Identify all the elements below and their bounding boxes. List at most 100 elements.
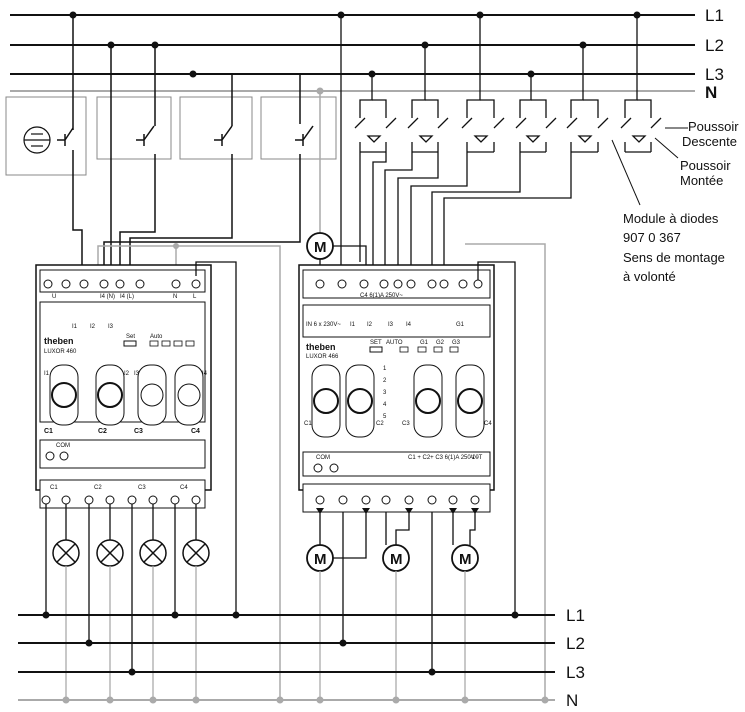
left-ch-c2: C2	[98, 428, 107, 435]
top-n-label: N	[705, 83, 717, 102]
switch-wires	[72, 15, 301, 280]
left-dial-i3: I3	[134, 371, 140, 377]
annotation-leaders	[611, 127, 688, 206]
right-input-i1: I1	[350, 322, 356, 328]
right-model: LUXOR 466	[306, 354, 339, 360]
left-device: U I4 (N) I4 (L) N L I1 I2 I3 theben LUXO…	[35, 264, 212, 509]
left-auto: Auto	[150, 334, 163, 340]
left-ch-c4: C4	[191, 428, 200, 435]
module-line2: 907 0 367	[623, 230, 681, 245]
motor-2: M	[382, 544, 410, 572]
push-switches	[57, 125, 314, 146]
motor-1: M	[306, 544, 334, 572]
right-mode-4: 4	[383, 402, 387, 408]
left-input-i1: I1	[72, 324, 78, 330]
right-ch-c2: C2	[376, 421, 384, 427]
left-input-i3: I3	[108, 324, 114, 330]
lamp-3	[139, 539, 167, 567]
right-set-button[interactable]	[369, 346, 383, 353]
lamp-n-wires	[65, 566, 197, 700]
lamps	[52, 539, 210, 567]
left-dials	[49, 364, 204, 426]
bottom-n-label: N	[566, 691, 578, 710]
switch-to-device-wires	[359, 152, 572, 272]
motor-top-label: M	[314, 239, 327, 256]
right-mode-3: 3	[383, 390, 387, 396]
right-group-g3: G3	[452, 340, 461, 346]
lamp-2	[96, 539, 124, 567]
lamp-4	[182, 539, 210, 567]
right-rating-bottom: C1 + C2+ C3 6(1)A 250V~	[408, 455, 479, 461]
left-bottom-c1: C1	[50, 485, 58, 491]
left-set-button[interactable]	[123, 340, 137, 347]
motor-top: M	[306, 232, 334, 260]
gray-junction-a	[173, 243, 179, 249]
gray-wires	[97, 91, 546, 700]
right-brand: theben	[306, 342, 336, 352]
left-brand: theben	[44, 336, 74, 346]
right-mode-1: 1	[383, 366, 387, 372]
light-sensor-icon	[23, 126, 51, 154]
left-top-i4l: I4 (L)	[120, 294, 134, 300]
motor-top-wires	[319, 15, 367, 272]
pousseur-montee-line1: Poussoir	[680, 158, 731, 173]
left-top-u: U	[52, 294, 56, 300]
module-line3: Sens de montage	[623, 250, 725, 265]
right-device: C4 6(1)A 250V~ IN 6 x 230V~ I1 I2 I3 I4 …	[298, 264, 495, 514]
switch-boxes	[5, 96, 337, 176]
motor-3: M	[451, 544, 479, 572]
right-input-i3: I3	[388, 322, 394, 328]
top-l2-label: L2	[705, 36, 724, 55]
bottom-l2-label: L2	[566, 634, 585, 653]
left-input-i2: I2	[90, 324, 96, 330]
right-input-g1: G1	[456, 322, 465, 328]
pousseur-descente-line1: Poussoir	[688, 119, 739, 134]
right-volt: -10T	[470, 455, 483, 461]
left-top-l: L	[193, 294, 197, 300]
right-rating-top: C4 6(1)A 250V~	[360, 293, 403, 299]
left-ch-c3: C3	[134, 428, 143, 435]
right-dials	[311, 364, 485, 438]
right-set: SET	[370, 340, 382, 346]
left-bottom-c4: C4	[180, 485, 188, 491]
left-bottom-c3: C3	[138, 485, 146, 491]
bottom-l3-label: L3	[566, 663, 585, 682]
motor-n-wires	[319, 571, 466, 700]
right-group-g2: G2	[436, 340, 445, 346]
left-set: Set	[126, 334, 135, 340]
left-supply-wires	[195, 261, 237, 615]
right-supply: IN 6 x 230V~	[306, 322, 341, 328]
right-mode-2: 2	[383, 378, 387, 384]
right-group-g1: G1	[420, 340, 429, 346]
right-mode-5: 5	[383, 414, 387, 420]
right-input-i2: I2	[367, 322, 373, 328]
pousseur-montee-line2: Montée	[680, 173, 723, 188]
pousseur-descente-line2: Descente	[682, 134, 737, 149]
right-com: COM	[316, 455, 330, 461]
top-l1-label: L1	[705, 6, 724, 25]
left-top-i4n: I4 (N)	[100, 294, 115, 300]
right-ch-c3: C3	[402, 421, 410, 427]
motor-2-label: M	[390, 551, 403, 568]
left-model: LUXOR 460	[44, 349, 77, 355]
bottom-n-junctions	[62, 696, 549, 704]
top-l3-label: L3	[705, 65, 724, 84]
left-top-n: N	[173, 294, 177, 300]
module-line1: Module à diodes	[623, 211, 719, 226]
right-auto: AUTO	[386, 340, 403, 346]
shutter-switches	[354, 15, 662, 153]
left-dial-i2: I2	[124, 371, 130, 377]
lamp-wires	[45, 504, 197, 672]
module-line4: à volonté	[623, 269, 676, 284]
bottom-bus	[18, 614, 555, 673]
motor-1-label: M	[314, 551, 327, 568]
right-input-i4: I4	[406, 322, 412, 328]
right-ch-c1: C1	[304, 421, 312, 427]
left-com: COM	[56, 443, 70, 449]
right-output-wires	[319, 261, 516, 672]
left-dial-i4: I4	[202, 371, 208, 377]
left-ch-c1: C1	[44, 428, 53, 435]
motor-3-label: M	[459, 551, 472, 568]
left-bottom-c2: C2	[94, 485, 102, 491]
